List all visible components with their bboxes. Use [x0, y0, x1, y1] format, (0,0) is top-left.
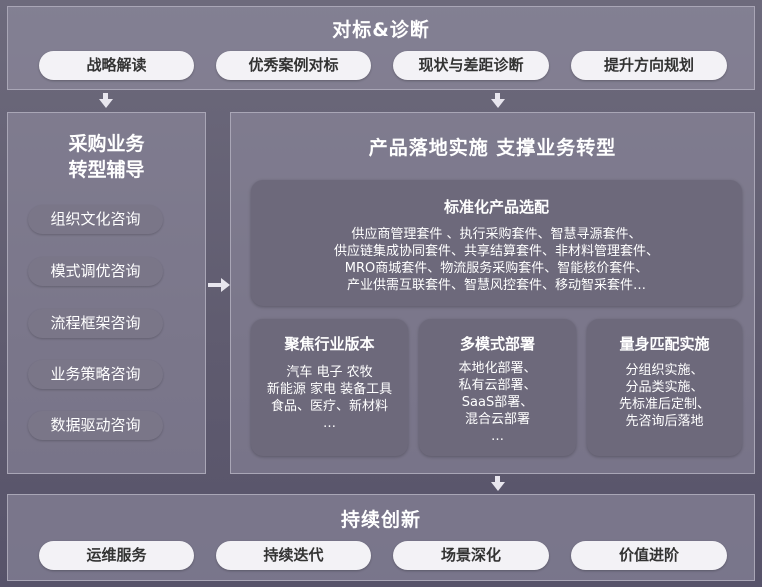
bottom-item-scenario: 场景深化	[393, 541, 549, 570]
industry-version-title: 聚焦行业版本	[284, 335, 375, 353]
left-panel-title-line2: 转型辅导	[68, 159, 145, 181]
deployment-title: 多模式部署	[459, 335, 535, 353]
standard-products-line: 供应链集成协同套件、共享结算套件、非材料管理套件、	[333, 244, 659, 259]
standard-products-card: 标准化产品选配 供应商管理套件 、执行采购套件、智慧寻源套件、 供应链集成协同套…	[251, 180, 742, 306]
standard-products-line: 产业供需互联套件、智慧风控套件、移动智采套件…	[346, 278, 646, 293]
left-item-strategy: 业务策略咨询	[28, 360, 163, 389]
left-item-data: 数据驱动咨询	[28, 411, 163, 440]
arrow-top-right	[491, 99, 505, 108]
left-item-process: 流程框架咨询	[28, 309, 163, 338]
deployment-line: …	[491, 429, 504, 444]
bottom-band-title: 持续创新	[340, 509, 421, 531]
left-item-mode: 模式调优咨询	[28, 257, 163, 286]
tailored-implementation-line: 分品类实施、	[625, 380, 704, 395]
industry-version-line: 新能源 家电 装备工具	[266, 382, 393, 397]
industry-version-line: 汽车 电子 农牧	[286, 365, 373, 380]
deployment-line: 本地化部署、	[458, 361, 537, 376]
top-item-benchmark: 优秀案例对标	[216, 51, 371, 80]
arrow-top-left	[99, 99, 113, 108]
deployment-line: 私有云部署、	[458, 378, 537, 393]
top-item-planning: 提升方向规划	[571, 51, 727, 80]
standard-products-line: MRO商城套件、物流服务采购套件、智能核价套件、	[344, 261, 649, 276]
right-panel: 产品落地实施 支撑业务转型 标准化产品选配 供应商管理套件 、执行采购套件、智慧…	[230, 112, 755, 474]
arrow-bottom-stem	[495, 476, 500, 482]
left-panel-title-line1: 采购业务	[68, 133, 145, 155]
tailored-implementation-line: 先咨询后落地	[625, 414, 704, 429]
industry-version-card: 聚焦行业版本 汽车 电子 农牧 新能源 家电 装备工具 食品、医疗、新材料 …	[251, 319, 408, 456]
arrow-middle	[221, 278, 230, 292]
deployment-line: SaaS部署、	[461, 395, 534, 410]
industry-version-line: …	[323, 416, 336, 431]
deployment-card: 多模式部署 本地化部署、 私有云部署、 SaaS部署、 混合云部署 …	[419, 319, 576, 456]
top-band: 对标&诊断 战略解读 优秀案例对标 现状与差距诊断 提升方向规划	[7, 6, 755, 90]
tailored-implementation-line: 先标准后定制、	[618, 397, 710, 412]
industry-version-line: 食品、医疗、新材料	[270, 399, 388, 414]
bottom-band: 持续创新 运维服务 持续迭代 场景深化 价值进阶	[7, 494, 755, 581]
left-panel: 采购业务 转型辅导 组织文化咨询 模式调优咨询 流程框架咨询 业务策略咨询 数据…	[7, 112, 206, 474]
bottom-item-maintenance: 运维服务	[39, 541, 194, 570]
bottom-item-iteration: 持续迭代	[216, 541, 371, 570]
arrow-bottom	[491, 482, 505, 491]
standard-products-title: 标准化产品选配	[443, 198, 549, 216]
arrow-top-right-stem	[495, 93, 500, 99]
top-item-diagnosis: 现状与差距诊断	[393, 51, 549, 80]
arrow-top-left-stem	[103, 93, 108, 99]
tailored-implementation-title: 量身匹配实施	[619, 335, 710, 353]
right-panel-title: 产品落地实施 支撑业务转型	[368, 137, 617, 159]
standard-products-line: 供应商管理套件 、执行采购套件、智慧寻源套件、	[351, 227, 642, 242]
deployment-line: 混合云部署	[464, 412, 530, 427]
top-band-title: 对标&诊断	[332, 19, 430, 41]
arrow-middle-stem	[208, 283, 221, 287]
tailored-implementation-card: 量身匹配实施 分组织实施、 分品类实施、 先标准后定制、 先咨询后落地	[587, 319, 742, 456]
tailored-implementation-line: 分组织实施、	[625, 363, 704, 378]
top-item-strategy: 战略解读	[39, 51, 194, 80]
left-item-culture: 组织文化咨询	[28, 205, 163, 234]
bottom-item-value: 价值进阶	[571, 541, 727, 570]
